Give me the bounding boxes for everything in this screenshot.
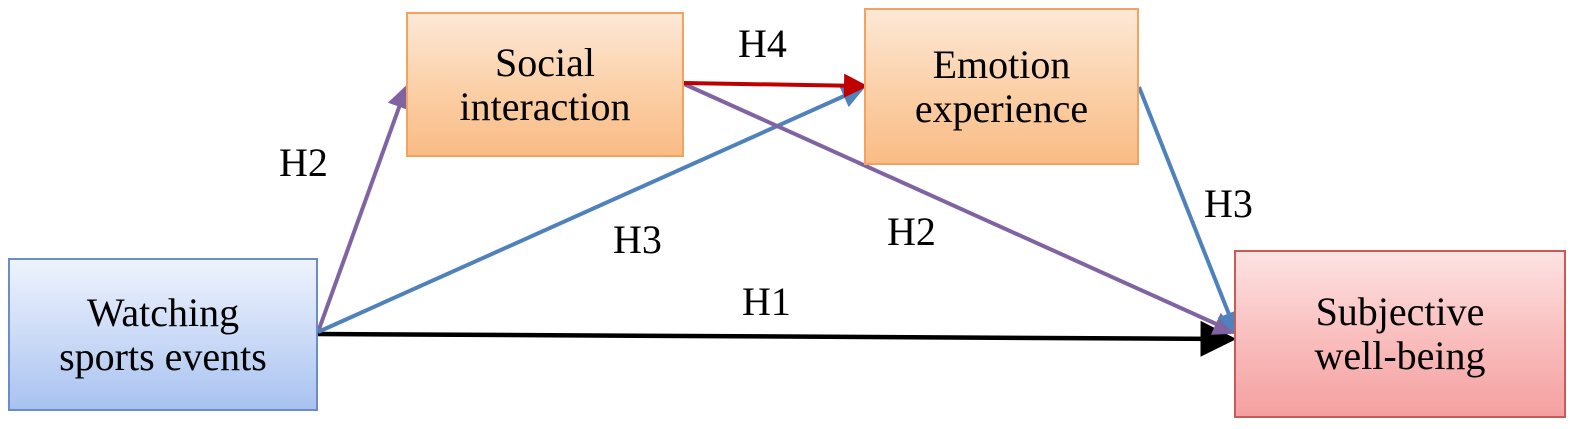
node-emotion-line1: Emotion bbox=[932, 41, 1071, 87]
edge-h2-watching-social-arrow bbox=[316, 84, 411, 333]
edge-label-h3-watching-emotion: H3 bbox=[613, 217, 662, 262]
edge-label-h1: H1 bbox=[742, 279, 791, 324]
node-wellbeing-line1: Subjective bbox=[1315, 289, 1485, 334]
node-emotion-experience: Emotion experience bbox=[864, 8, 1139, 165]
node-watching-line1: Watching bbox=[86, 289, 240, 335]
node-subjective-well-being: Subjective well-being bbox=[1234, 250, 1566, 418]
node-wellbeing-line2: well-being bbox=[1314, 333, 1486, 378]
edge-label-h2-social-wellbeing: H2 bbox=[887, 209, 936, 254]
edge-label-h4: H4 bbox=[738, 21, 787, 66]
edge-h3-emotion-wellbeing-arrow bbox=[1137, 86, 1240, 336]
edge-label-h3-emotion-wellbeing: H3 bbox=[1204, 181, 1253, 226]
node-emotion-line2: experience bbox=[914, 85, 1089, 131]
node-social-line2: interaction bbox=[459, 83, 631, 129]
edge-h3-watching-emotion-arrow bbox=[317, 85, 866, 334]
edge-label-h2-watching-social: H2 bbox=[279, 140, 328, 185]
node-watching-line2: sports events bbox=[59, 333, 267, 379]
edge-h2-social-wellbeing-arrow bbox=[683, 82, 1238, 335]
edge-h4-social-emotion-arrow bbox=[683, 73, 868, 98]
node-social-line1: Social bbox=[495, 39, 595, 85]
node-watching-sports-events: Watching sports events bbox=[8, 258, 318, 411]
edge-h1-arrow bbox=[317, 320, 1237, 357]
node-social-interaction: Social interaction bbox=[406, 12, 684, 157]
